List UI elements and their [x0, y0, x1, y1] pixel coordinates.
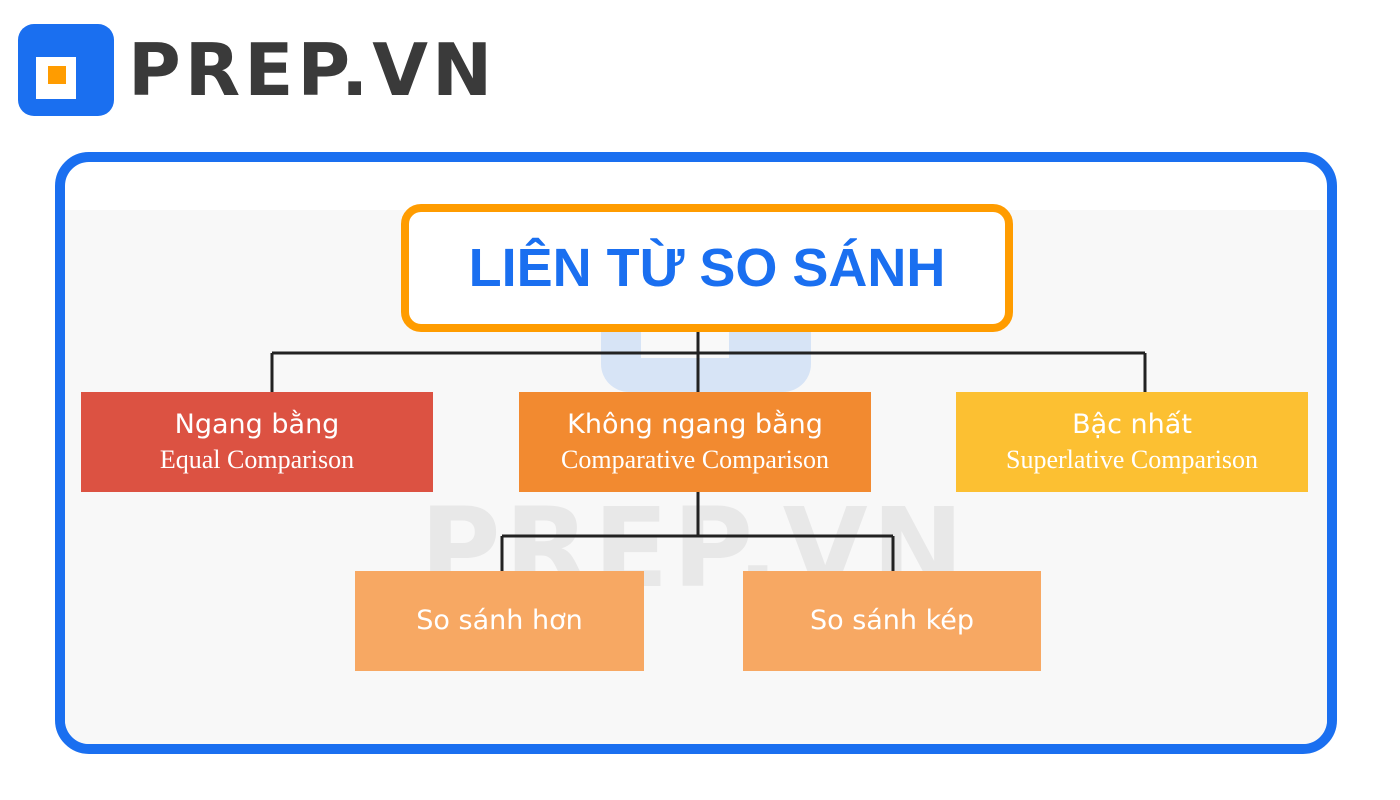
- corner-decoration-blue-top: [1318, 0, 1366, 22]
- category-superlative: Bậc nhất Superlative Comparison: [956, 392, 1308, 492]
- category-equal-title: Ngang bằng: [174, 409, 340, 440]
- category-equal-subtitle: Equal Comparison: [159, 445, 355, 474]
- subcategory-more-title: So sánh hơn: [416, 605, 583, 636]
- corner-decoration-orange: [1163, 34, 1311, 82]
- category-equal: Ngang bằng Equal Comparison: [81, 392, 433, 492]
- category-superlative-subtitle: Superlative Comparison: [1005, 445, 1258, 474]
- corner-decoration-orange-edge: [1380, 34, 1400, 82]
- subcategory-more: So sánh hơn: [355, 571, 644, 671]
- category-comparative-title: Không ngang bằng: [567, 409, 823, 440]
- prep-logo-icon: [18, 24, 114, 116]
- category-comparative-subtitle: Comparative Comparison: [561, 445, 829, 474]
- diagram-title: LIÊN TỪ SO SÁNH: [468, 238, 946, 298]
- subcategory-double: So sánh kép: [743, 571, 1041, 671]
- diagram-frame: PREP.VN LIÊN TỪ SO SÁNH Ngang bằng Equal…: [55, 152, 1337, 754]
- diagram-title-box: LIÊN TỪ SO SÁNH: [401, 204, 1013, 332]
- category-superlative-title: Bậc nhất: [1072, 409, 1192, 440]
- brand-name: PREP.VN: [128, 28, 497, 112]
- diagram-connectors: [270, 332, 1147, 571]
- subcategory-double-title: So sánh kép: [809, 605, 975, 636]
- category-comparative: Không ngang bằng Comparative Comparison: [519, 392, 871, 492]
